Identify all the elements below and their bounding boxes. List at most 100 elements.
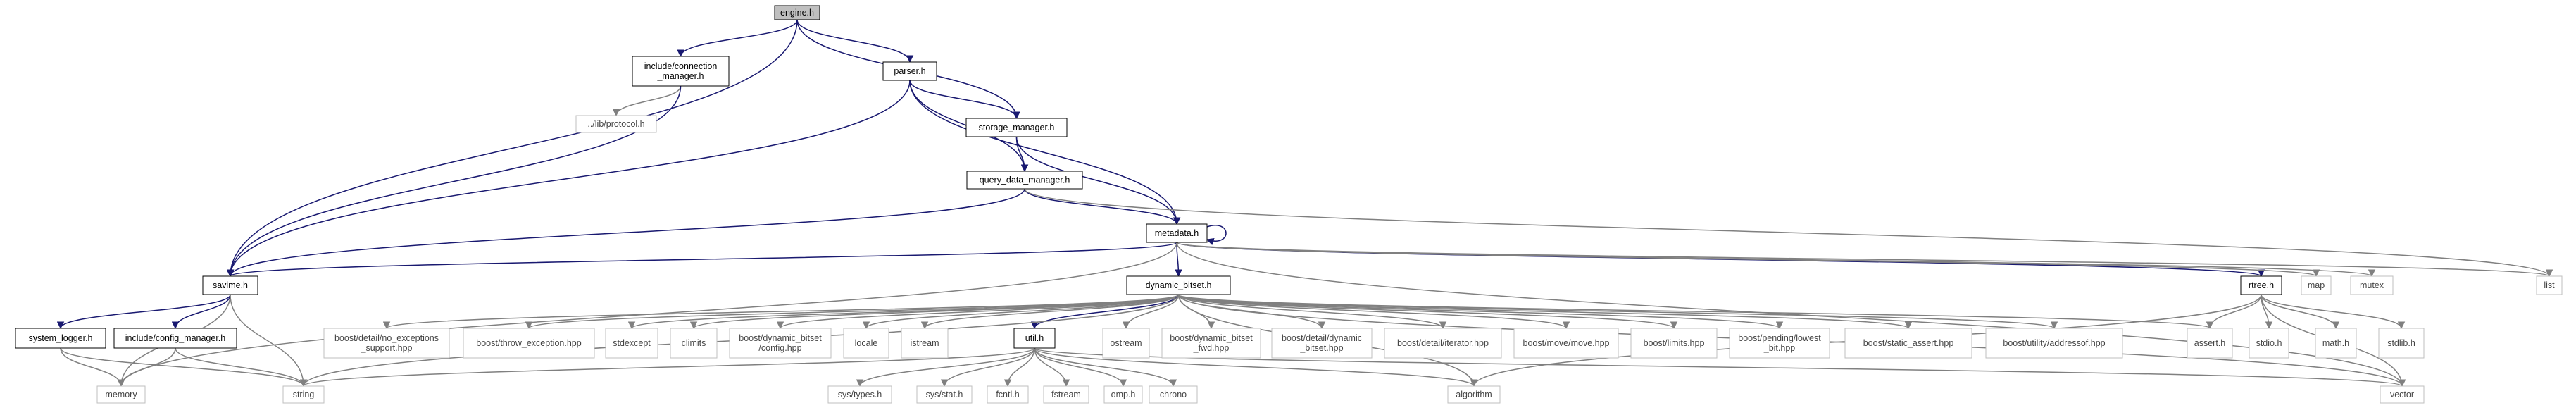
- edge-configmgr-to-memory: [117, 347, 176, 388]
- node-stat-box: [916, 385, 973, 404]
- node-chrono: chrono: [1149, 385, 1198, 404]
- node-asserth-box: [2187, 328, 2233, 359]
- node-noexc-box: [323, 328, 450, 359]
- edge-util-to-omp: [1034, 347, 1127, 388]
- node-map-box: [2301, 275, 2332, 295]
- node-fstream-box: [1043, 385, 1089, 404]
- node-metadata[interactable]: metadata.h: [1146, 223, 1208, 243]
- edge-util-to-types: [856, 347, 1035, 388]
- node-connection[interactable]: include/connection_manager.h: [632, 56, 730, 87]
- node-parser-label: parser.h: [894, 66, 925, 76]
- edge-metadata-to-savime: [227, 242, 1177, 278]
- node-storage-box: [965, 118, 1068, 137]
- node-staticassert-label: boost/static_assert.hpp: [1863, 338, 1954, 348]
- node-asserth-label: assert.h: [2194, 338, 2226, 348]
- node-configmgr[interactable]: include/config_manager.h: [113, 328, 237, 349]
- node-limits-label: boost/limits.hpp: [1644, 338, 1705, 348]
- edge-util-to-fstream: [1034, 347, 1070, 388]
- node-math-label: math.h: [2322, 338, 2349, 348]
- node-istream-label: istream: [911, 338, 939, 348]
- node-lowestbit: boost/pending/lowest_bit.hpp: [1729, 328, 1830, 359]
- edge-savime-to-string: [230, 294, 308, 388]
- edge-rtree-to-math: [2261, 294, 2340, 330]
- node-detaildb: boost/detail/dynamic_bitset.hpp: [1271, 328, 1373, 359]
- edge-savime-to-syslogger: [56, 294, 231, 330]
- edge-rtree-to-asserth: [2206, 294, 2262, 330]
- edge-connection-to-protocol: [612, 85, 682, 117]
- node-connection-label: include/connection: [644, 61, 718, 71]
- node-storage-label: storage_manager.h: [979, 123, 1055, 132]
- node-vector-label: vector: [2390, 390, 2414, 399]
- edge-util-to-stat: [940, 347, 1035, 388]
- node-climits-box: [670, 328, 718, 359]
- edge-util-to-algorithm: [1034, 347, 1478, 388]
- node-types-label: sys/types.h: [838, 390, 882, 399]
- node-util[interactable]: util.h: [1013, 328, 1056, 349]
- node-dbconfig: boost/dynamic_bitset/config.hpp: [729, 328, 832, 359]
- node-string: string: [282, 385, 325, 404]
- node-iterator-box: [1384, 328, 1502, 359]
- node-list: list: [2536, 275, 2563, 295]
- node-query[interactable]: query_data_manager.h: [966, 171, 1083, 190]
- node-omp: omp.h: [1103, 385, 1143, 404]
- node-dbfwd-box: [1161, 328, 1261, 359]
- node-rtree[interactable]: rtree.h: [2240, 275, 2282, 295]
- node-algorithm-label: algorithm: [1456, 390, 1492, 399]
- node-engine[interactable]: engine.h: [774, 5, 820, 20]
- node-noexc: boost/detail/no_exceptions_support.hpp: [323, 328, 450, 359]
- node-syslogger[interactable]: system_logger.h: [15, 328, 106, 349]
- node-move-box: [1513, 328, 1619, 359]
- node-savime-box: [202, 275, 258, 295]
- edge-dynbitset-to-limits: [1177, 294, 1677, 330]
- edge-util-to-string: [300, 347, 1035, 388]
- node-ostream-label: ostream: [1110, 338, 1142, 348]
- node-string-label: string: [293, 390, 315, 399]
- node-stdexcept: stdexcept: [605, 328, 658, 359]
- edge-syslogger-to-string: [60, 347, 308, 388]
- edge-parser-to-savime: [226, 80, 911, 278]
- node-math-box: [2315, 328, 2357, 359]
- node-staticassert: boost/static_assert.hpp: [1844, 328, 1972, 359]
- node-parser[interactable]: parser.h: [882, 61, 937, 81]
- edge-savime-to-configmgr: [171, 294, 231, 330]
- node-iterator-label: boost/detail/iterator.hpp: [1397, 338, 1489, 348]
- edge-dynbitset-to-move: [1177, 294, 1570, 330]
- node-stdexcept-box: [605, 328, 658, 359]
- node-math: math.h: [2315, 328, 2357, 359]
- edge-parser-to-storage: [909, 80, 1020, 120]
- node-protocol-box: [575, 115, 657, 133]
- node-lowestbit-label: boost/pending/lowest: [1738, 333, 1821, 343]
- node-syslogger-label: system_logger.h: [28, 333, 92, 343]
- node-configmgr-box: [113, 328, 237, 349]
- node-stat-label: sys/stat.h: [926, 390, 963, 399]
- node-vector: vector: [2380, 385, 2425, 404]
- node-engine-box: [774, 5, 820, 20]
- node-protocol: ../lib/protocol.h: [575, 115, 657, 133]
- node-savime[interactable]: savime.h: [202, 275, 258, 295]
- node-limits: boost/limits.hpp: [1630, 328, 1718, 359]
- edge-dynbitset-to-ostream: [1122, 294, 1180, 330]
- node-stdio: stdio.h: [2249, 328, 2289, 359]
- node-memory: memory: [96, 385, 146, 404]
- node-chrono-label: chrono: [1160, 390, 1187, 399]
- node-dbfwd-label: boost/dynamic_bitset: [1170, 333, 1253, 343]
- node-throwexc-label: boost/throw_exception.hpp: [476, 338, 581, 348]
- node-climits: climits: [670, 328, 718, 359]
- node-dbfwd-label: _fwd.hpp: [1193, 343, 1230, 353]
- edge-dynbitset-to-climits: [690, 294, 1180, 330]
- node-addressof-label: boost/utility/addressof.hpp: [2003, 338, 2105, 348]
- node-fcntl-box: [987, 385, 1029, 404]
- node-omp-label: omp.h: [1111, 390, 1136, 399]
- node-storage[interactable]: storage_manager.h: [965, 118, 1068, 137]
- node-rtree-label: rtree.h: [2249, 280, 2274, 290]
- edge-metadata-to-list: [1176, 242, 2553, 278]
- node-stdlib: stdlib.h: [2378, 328, 2425, 359]
- node-detaildb-label: boost/detail/dynamic: [1282, 333, 1362, 343]
- node-connection-box: [632, 56, 730, 87]
- node-map-label: map: [2308, 280, 2325, 290]
- edge-metadata-to-metadata: [1206, 225, 1227, 245]
- node-dynbitset[interactable]: dynamic_bitset.h: [1126, 275, 1231, 295]
- node-savime-label: savime.h: [213, 280, 248, 290]
- node-move: boost/move/move.hpp: [1513, 328, 1619, 359]
